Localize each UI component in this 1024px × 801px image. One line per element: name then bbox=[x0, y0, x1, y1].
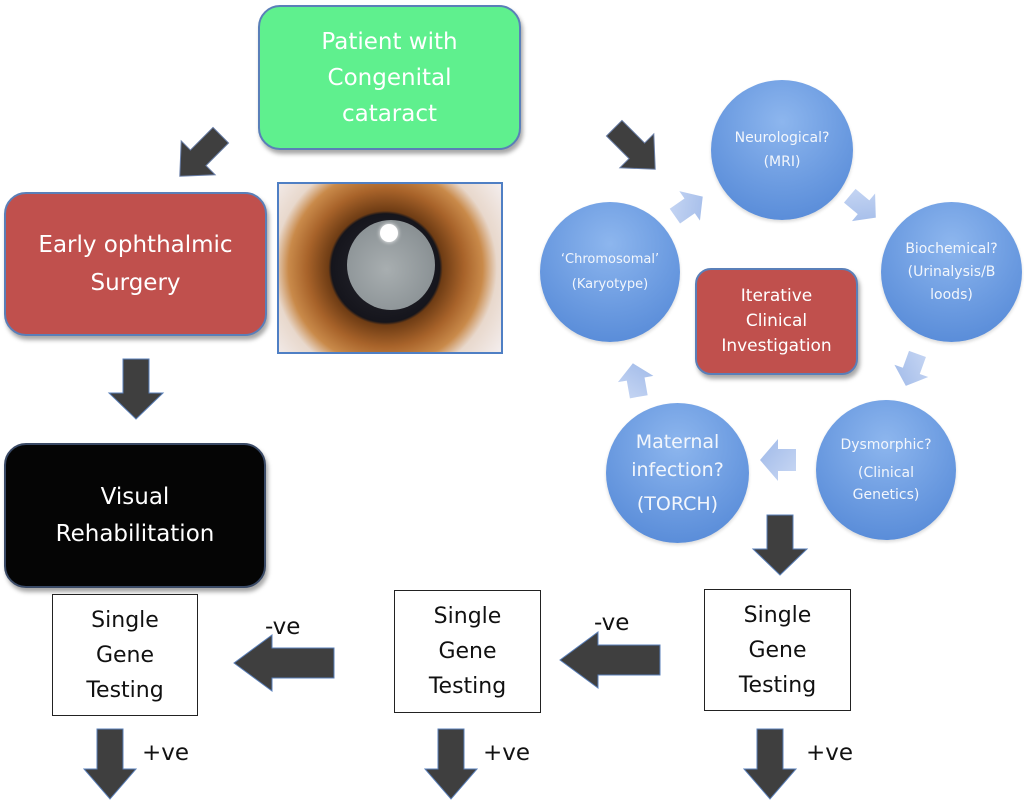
positive-label: +ve bbox=[142, 740, 190, 766]
arrow-down-icon bbox=[423, 728, 479, 800]
cycle-title: Maternal infection? bbox=[631, 431, 724, 481]
positive-label: +ve bbox=[806, 740, 854, 766]
cycle-arrow-icon bbox=[669, 191, 703, 224]
gene-line: Testing bbox=[738, 672, 817, 698]
cycle-neurological: Neurological? (MRI) bbox=[711, 80, 853, 220]
gene-test-right: Single Gene Testing bbox=[704, 589, 851, 711]
cycle-sub: (TORCH) bbox=[636, 493, 719, 515]
arrow-down-icon bbox=[107, 358, 165, 420]
iterative-line: Iterative bbox=[740, 286, 813, 306]
cycle-sub: (Karyotype) bbox=[571, 277, 649, 292]
cycle-biochemical: Biochemical? (Urinalysis/B loods) bbox=[881, 202, 1022, 342]
cycle-title: Dysmorphic? bbox=[840, 437, 932, 453]
cycle-arrow-icon bbox=[894, 350, 929, 386]
cycle-chromosomal: ‘Chromosomal’ (Karyotype) bbox=[540, 202, 680, 342]
patient-line: Congenital bbox=[327, 64, 452, 91]
cycle-maternal: Maternal infection? (TORCH) bbox=[606, 403, 749, 543]
arrow-down-icon bbox=[751, 514, 809, 576]
arrow-left-icon bbox=[559, 631, 661, 689]
gene-line: Single bbox=[433, 604, 502, 629]
light-reflex bbox=[380, 224, 398, 242]
eye-photo bbox=[277, 182, 503, 354]
gene-line: Gene bbox=[748, 637, 807, 663]
gene-line: Testing bbox=[428, 674, 507, 699]
positive-label: +ve bbox=[483, 740, 531, 766]
cycle-title: Neurological? bbox=[734, 130, 830, 146]
gene-line: Gene bbox=[438, 639, 497, 664]
rehab-line: Rehabilitation bbox=[55, 520, 215, 547]
patient-line: Patient with bbox=[321, 28, 458, 55]
cycle-dysmorphic: Dysmorphic? (Clinical Genetics) bbox=[816, 400, 956, 540]
gene-line: Testing bbox=[86, 677, 164, 703]
cycle-arrow-icon bbox=[617, 363, 654, 399]
cycle-arrow-icon bbox=[843, 188, 876, 222]
gene-line: Single bbox=[743, 602, 812, 628]
patient-line: cataract bbox=[341, 100, 438, 127]
surgery-line: Early ophthalmic bbox=[38, 232, 233, 258]
surgery-line: Surgery bbox=[90, 270, 181, 296]
cycle-sub: (Clinical Genetics) bbox=[852, 465, 920, 503]
cycle-sub: (MRI) bbox=[763, 154, 801, 170]
iterative-line: Clinical bbox=[745, 311, 808, 331]
iterative-line: Investigation bbox=[721, 336, 832, 356]
cycle-sub: (Urinalysis/B loods) bbox=[907, 263, 996, 303]
gene-line: Gene bbox=[95, 642, 155, 668]
iterative-node: Iterative Clinical Investigation bbox=[695, 268, 858, 375]
patient-node: Patient with Congenital cataract bbox=[258, 5, 521, 150]
rehab-node: Visual Rehabilitation bbox=[4, 443, 266, 588]
gene-line: Single bbox=[91, 607, 159, 633]
gene-test-left: Single Gene Testing bbox=[52, 594, 198, 716]
cycle-arrow-icon bbox=[760, 439, 796, 481]
surgery-node: Early ophthalmic Surgery bbox=[4, 192, 267, 336]
arrow-down-icon bbox=[742, 728, 798, 800]
arrow-left-icon bbox=[233, 634, 335, 692]
arrow-down-right-icon bbox=[605, 119, 656, 170]
negative-label: -ve bbox=[265, 614, 301, 640]
arrow-down-icon bbox=[82, 728, 138, 800]
rehab-line: Visual bbox=[100, 483, 170, 510]
arrow-down-left-icon bbox=[179, 126, 230, 177]
cycle-title: ‘Chromosomal’ bbox=[560, 252, 660, 267]
negative-label: -ve bbox=[594, 610, 630, 636]
gene-test-middle: Single Gene Testing bbox=[394, 590, 541, 713]
cycle-title: Biochemical? bbox=[905, 240, 998, 257]
